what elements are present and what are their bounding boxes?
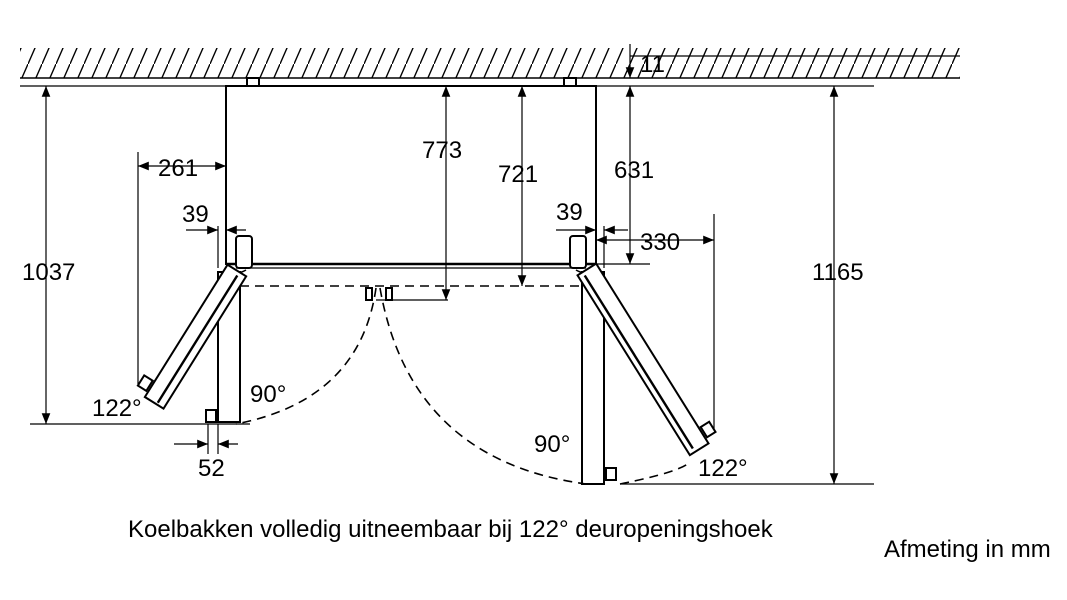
wall <box>20 48 960 79</box>
angle-right-outer: 122° <box>698 455 748 482</box>
dim-depth-721: 721 <box>498 161 538 188</box>
dim-right-swing: 330 <box>640 229 680 256</box>
dim-right-depth-631: 631 <box>614 157 654 184</box>
extension-lines <box>20 85 874 485</box>
dim-left-side-offset: 261 <box>158 155 198 182</box>
dim-ceiling-gap: 11 <box>640 51 665 78</box>
left-door-122 <box>136 263 248 411</box>
angle-right-inner: 90° <box>534 431 570 458</box>
door-handles <box>365 287 393 301</box>
wall-spacer-left <box>246 77 260 87</box>
diagram-caption: Koelbakken volledig uitneembaar bij 122°… <box>128 516 773 543</box>
dim-hinge-left: 39 <box>182 201 209 228</box>
unit-note: Afmeting in mm <box>884 536 1051 563</box>
door-swing-arcs <box>235 287 691 485</box>
closed-doors <box>226 262 596 287</box>
dim-left-door-offset: 52 <box>198 455 225 482</box>
dim-right-total-depth: 1165 <box>812 259 864 286</box>
dim-depth-773: 773 <box>422 137 462 164</box>
dim-left-total-depth: 1037 <box>22 259 75 286</box>
fridge-body <box>225 85 597 265</box>
right-door-122 <box>576 262 717 457</box>
angle-left-outer: 122° <box>92 395 142 422</box>
dim-hinge-right: 39 <box>556 199 583 226</box>
angle-left-inner: 90° <box>250 381 286 408</box>
wall-spacer-right <box>563 77 577 87</box>
dimension-lines <box>41 44 960 484</box>
